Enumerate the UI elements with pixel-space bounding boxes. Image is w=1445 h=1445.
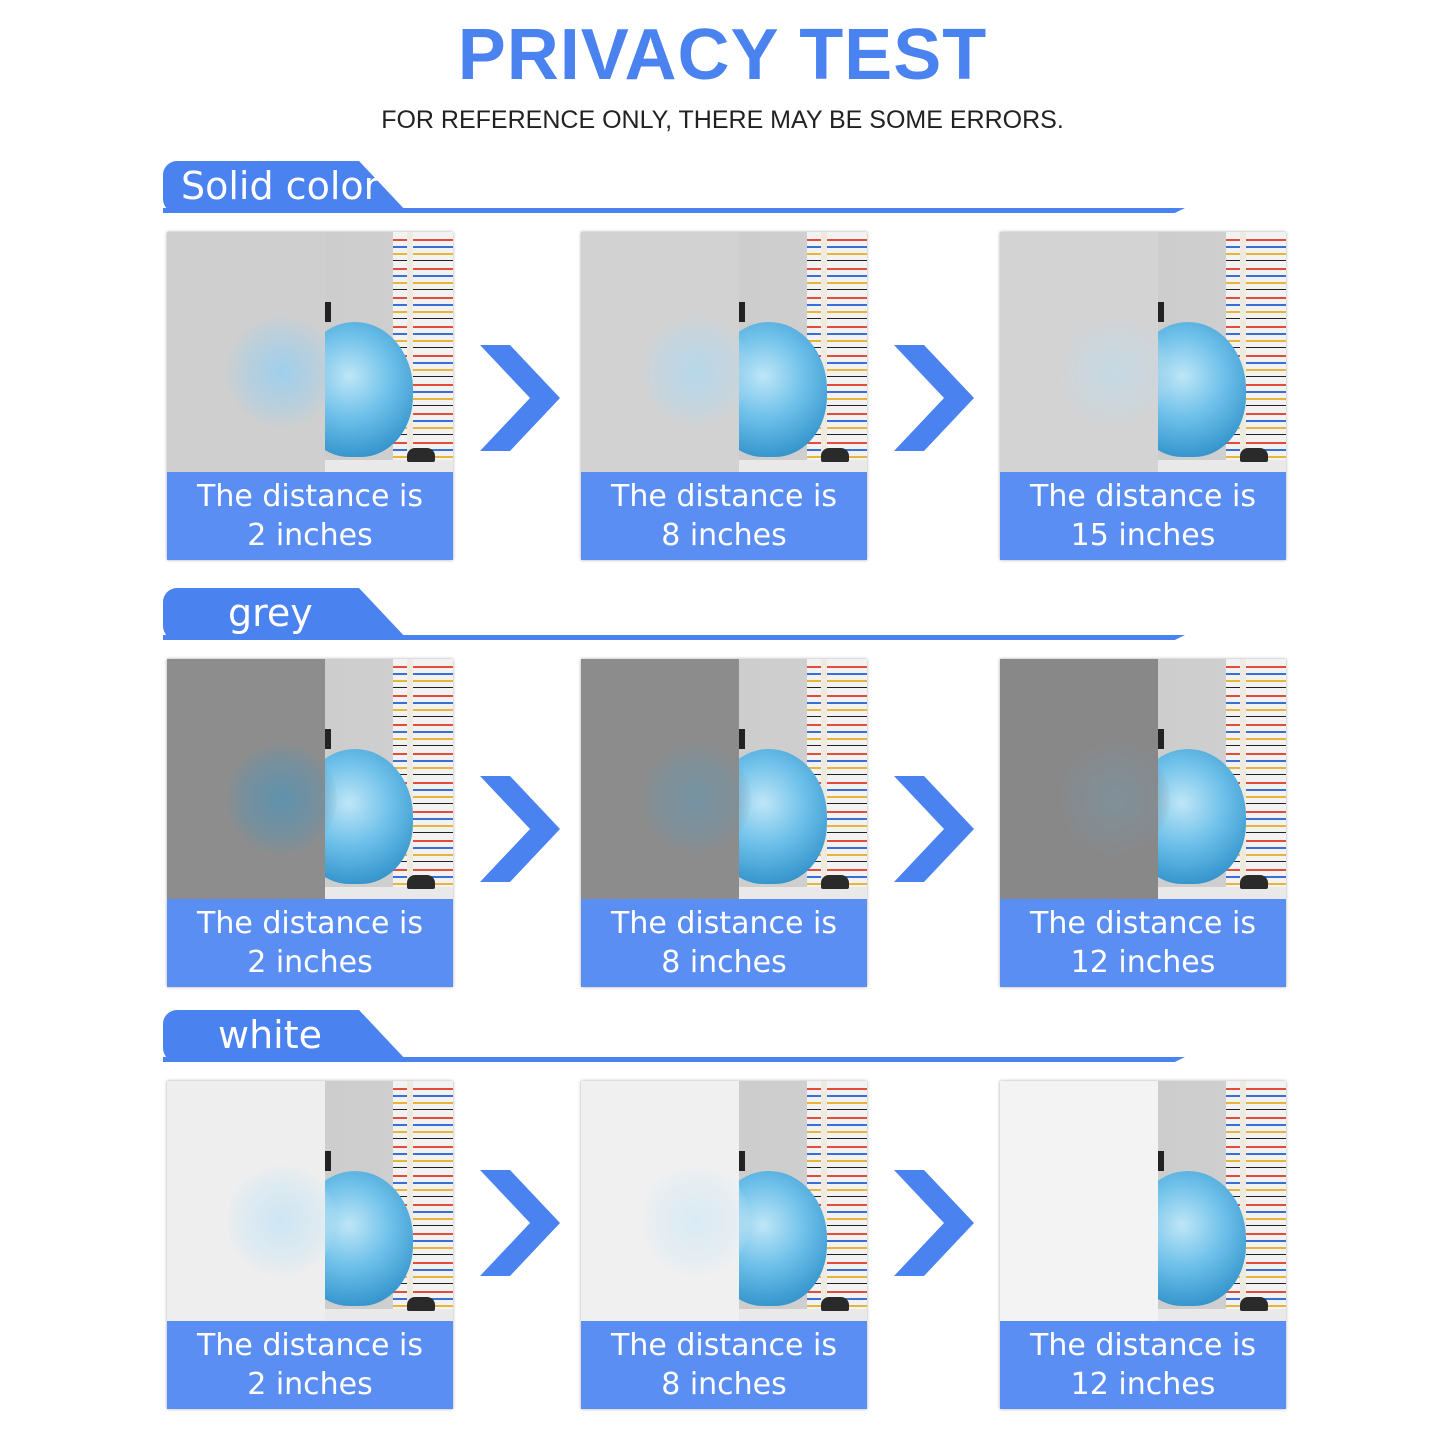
section-header-white: white bbox=[163, 1006, 1185, 1062]
test-photo bbox=[167, 232, 453, 472]
test-photo bbox=[167, 1081, 453, 1321]
test-photo bbox=[1000, 1081, 1286, 1321]
section-label: Solid color bbox=[181, 164, 380, 208]
page-title: PRIVACY TEST bbox=[457, 15, 988, 95]
section-divider bbox=[163, 1057, 1185, 1062]
section-header-solid-color: Solid color bbox=[163, 157, 1185, 213]
section-header-grey: grey bbox=[163, 584, 1185, 640]
test-photo bbox=[1000, 659, 1286, 899]
test-photo bbox=[581, 232, 867, 472]
section-tab bbox=[163, 161, 408, 213]
chevron-right-icon bbox=[480, 776, 560, 882]
page-subtitle: FOR REFERENCE ONLY, THERE MAY BE SOME ER… bbox=[381, 106, 1064, 134]
test-photo bbox=[1000, 232, 1286, 472]
section-tab bbox=[163, 1010, 408, 1062]
chevron-right-icon bbox=[894, 1170, 974, 1276]
section-divider bbox=[163, 635, 1185, 640]
test-photo bbox=[581, 1081, 867, 1321]
chevron-right-icon bbox=[480, 345, 560, 451]
section-divider bbox=[163, 208, 1185, 213]
test-photo bbox=[167, 659, 453, 899]
section-label: white bbox=[218, 1013, 322, 1057]
test-photo bbox=[581, 659, 867, 899]
chevron-right-icon bbox=[894, 345, 974, 451]
section-tab bbox=[163, 588, 408, 640]
section-label: grey bbox=[228, 591, 313, 635]
chevron-right-icon bbox=[480, 1170, 560, 1276]
chevron-right-icon bbox=[894, 776, 974, 882]
